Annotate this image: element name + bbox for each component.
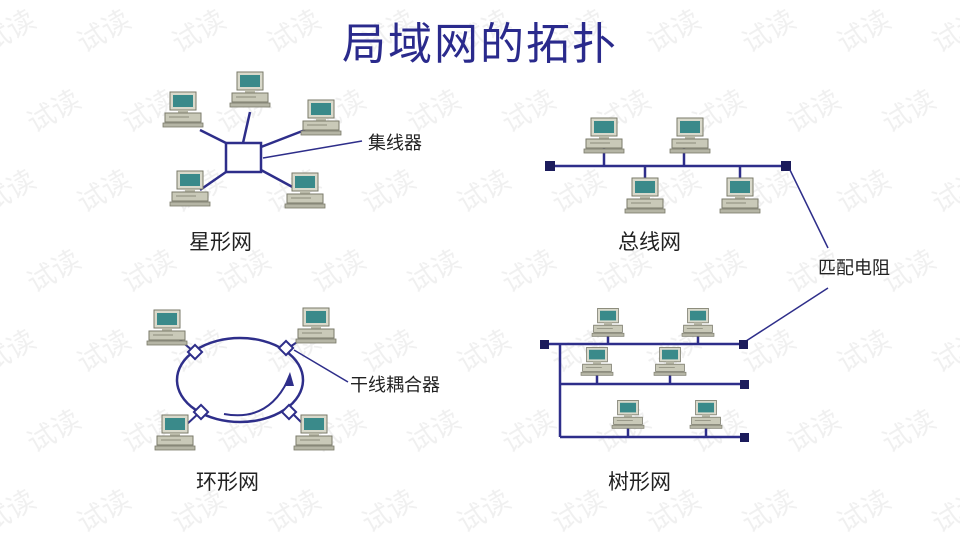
- computer-icon: [154, 414, 196, 451]
- bus-network-label: 总线网: [618, 230, 681, 254]
- ring-trunk: [175, 336, 305, 424]
- tree-network: [540, 307, 749, 442]
- computer-icon: [300, 99, 342, 136]
- computer-icon: [611, 400, 645, 429]
- terminator-label: 匹配电阻: [818, 258, 890, 279]
- hub-callout-line: [262, 140, 363, 159]
- computer-icon: [284, 172, 326, 209]
- star-network: [162, 71, 363, 209]
- page-title: 局域网的拓扑: [342, 19, 618, 70]
- computer-icon: [583, 117, 625, 154]
- computer-icon: [719, 177, 761, 214]
- computer-icon: [580, 346, 614, 376]
- computer-icon: [295, 307, 337, 344]
- terminator: [545, 161, 555, 171]
- star-link: [241, 111, 252, 144]
- ring-coupler: [280, 403, 298, 421]
- terminator-callout-lines: [742, 169, 829, 344]
- hub-box: [224, 141, 263, 174]
- computer-icon: [669, 117, 711, 154]
- terminator: [781, 161, 791, 171]
- hub-label: 集线器: [368, 133, 422, 154]
- star-network-label: 星形网: [189, 230, 252, 254]
- computer-icon: [229, 71, 271, 108]
- terminator: [740, 433, 749, 442]
- terminator: [540, 340, 549, 349]
- computer-icon: [689, 400, 723, 429]
- terminator: [740, 380, 749, 389]
- tree-network-label: 树形网: [608, 470, 671, 494]
- computer-icon: [591, 307, 625, 337]
- star-link: [199, 128, 227, 145]
- ring-coupler: [192, 403, 210, 421]
- coupler-label: 干线耦合器: [350, 375, 440, 396]
- computer-icon: [624, 177, 666, 214]
- ring-network-label: 环形网: [196, 470, 259, 494]
- coupler-callout-line: [293, 349, 349, 383]
- ring-coupler: [186, 343, 204, 361]
- computer-icon: [162, 91, 204, 128]
- ring-coupler: [277, 339, 295, 357]
- computer-icon: [681, 307, 715, 337]
- computer-icon: [146, 309, 188, 346]
- computer-icon: [653, 346, 687, 376]
- ring-direction-arrow: [223, 379, 289, 417]
- star-link: [199, 170, 227, 192]
- terminator: [739, 340, 748, 349]
- ring-network: [146, 307, 349, 451]
- star-link: [260, 128, 306, 149]
- bus-network: [545, 117, 791, 214]
